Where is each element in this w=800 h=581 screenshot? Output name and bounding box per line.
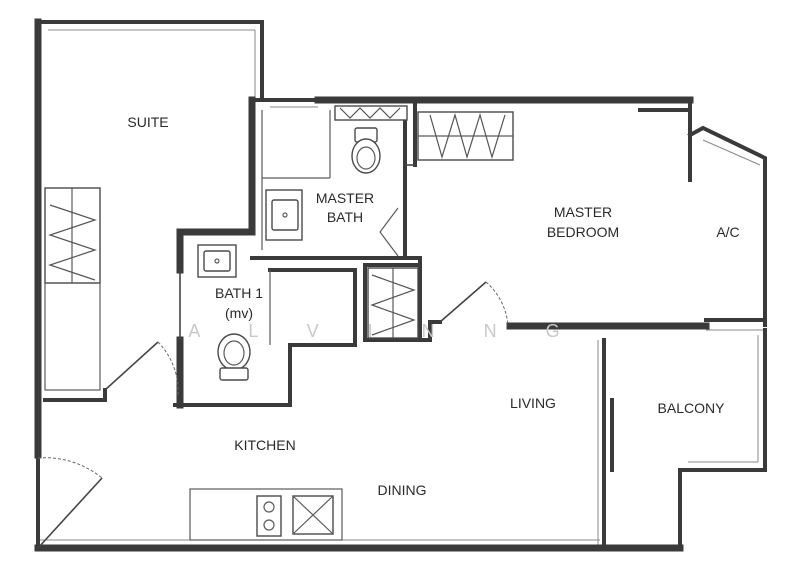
suite-wardrobe xyxy=(44,187,101,391)
main-entrance-door xyxy=(37,457,103,549)
suite-label: SUITE xyxy=(127,114,168,130)
outer-walls xyxy=(34,18,767,552)
bath1-label-line1: BATH 1 xyxy=(215,285,263,301)
master-bath-label-line2: BATH xyxy=(327,209,363,225)
kitchen-hob-icon xyxy=(256,495,282,537)
master-bath-label-line1: MASTER xyxy=(316,190,374,206)
master-bedroom-label-line2: BEDROOM xyxy=(547,224,619,240)
bath1-toilet-icon xyxy=(217,333,251,381)
suite-door xyxy=(104,341,179,396)
dining-label: DINING xyxy=(378,482,427,498)
balcony-label: BALCONY xyxy=(658,400,726,416)
master-bath-toilet-icon xyxy=(351,127,381,174)
living-label: LIVING xyxy=(510,395,556,411)
master-bedroom-label-line1: MASTER xyxy=(554,204,612,220)
master-bath-shower-door xyxy=(379,207,399,257)
interior-walls xyxy=(43,98,442,409)
kitchen-sink-icon xyxy=(292,495,334,535)
watermark: A L V I N N G xyxy=(188,321,581,341)
ac-label: A/C xyxy=(716,224,739,240)
living-wardrobe xyxy=(367,267,419,339)
bath1-label-line2: (mv) xyxy=(225,305,253,321)
kitchen-counter xyxy=(189,488,343,541)
master-bath-sink-icon xyxy=(265,189,303,241)
master-bath-cabinet xyxy=(334,105,408,121)
bath1-sink-icon xyxy=(197,244,237,278)
room-labels: SUITE MASTER BATH MASTER BEDROOM A/C BAT… xyxy=(127,114,739,498)
kitchen-label: KITCHEN xyxy=(234,437,295,453)
master-bedroom-door xyxy=(439,281,509,327)
master-bedroom-wardrobe xyxy=(417,111,514,161)
